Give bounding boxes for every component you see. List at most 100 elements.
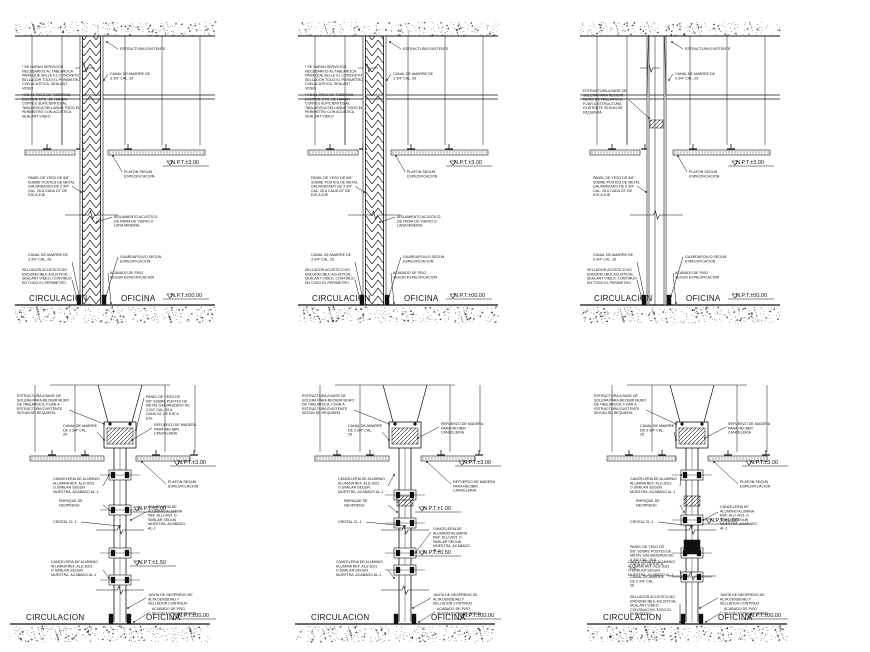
leader-line <box>657 521 693 527</box>
beam-flange <box>97 384 109 423</box>
leader-line <box>106 41 119 50</box>
level-npt-100: N.P.T.±1.00 <box>710 518 738 524</box>
leader-dot <box>648 117 650 119</box>
anchor-bolt <box>393 422 397 426</box>
concrete-texture <box>15 305 216 324</box>
room-label-circulacion: CIRCULACION <box>603 613 661 622</box>
leader-line <box>80 521 121 527</box>
break-symbol <box>96 585 144 595</box>
ceiling-texture <box>26 151 204 154</box>
room-label-oficina: OFICINA <box>718 613 753 622</box>
leader-line <box>354 279 362 304</box>
top-track <box>649 119 664 129</box>
level-marker-icon <box>731 293 739 299</box>
leader-dot <box>131 439 133 441</box>
leader-dot <box>80 191 82 193</box>
level-marker-icon <box>133 560 141 566</box>
ceiling-panel <box>420 455 476 462</box>
acoustic-insulation <box>365 35 384 306</box>
leader-dot <box>705 621 707 623</box>
leader-line <box>386 73 392 81</box>
wood-reinforcement <box>396 495 414 507</box>
ceiling-texture <box>591 151 769 154</box>
leader-dot <box>412 607 414 609</box>
break-symbol <box>668 571 716 581</box>
leader-line <box>628 99 650 119</box>
baseboard-right <box>126 613 132 625</box>
leader-line <box>353 409 390 425</box>
ceiling-panel <box>307 149 359 156</box>
leader-line <box>130 511 147 521</box>
leader-dot <box>702 519 704 521</box>
leader-line <box>395 155 406 173</box>
room-label-circulacion: CIRCULACION <box>29 294 87 303</box>
anchor-bolt <box>413 422 417 426</box>
baseboard-right <box>101 294 107 306</box>
leader-line <box>133 611 151 623</box>
leader-dot <box>105 295 107 297</box>
head-blocking <box>678 427 706 445</box>
leader-dot <box>417 437 419 439</box>
ceiling-panel <box>589 149 641 156</box>
leader-dot <box>96 221 98 223</box>
break-symbol <box>630 210 683 220</box>
leader-dot <box>395 155 397 157</box>
leader-line <box>679 569 682 579</box>
leader-line <box>387 504 398 513</box>
level-marker-icon <box>133 506 141 512</box>
leader-dot <box>645 191 647 193</box>
ceiling-panel <box>107 149 206 156</box>
level-marker-icon <box>173 613 181 619</box>
leader-dot <box>388 423 390 425</box>
leader-line <box>102 504 113 513</box>
baseboard-right <box>698 613 704 625</box>
leader-line <box>412 597 432 609</box>
level-marker-icon <box>166 160 174 166</box>
room-label-circulacion: CIRCULACION <box>311 613 369 622</box>
concrete-texture <box>580 21 781 37</box>
level-marker-icon <box>705 518 713 524</box>
slab-outline <box>10 626 210 642</box>
level-marker-icon <box>458 613 466 619</box>
leader-line <box>354 261 364 301</box>
leader-dot <box>363 191 365 193</box>
leader-dot <box>680 474 682 476</box>
level-npt-300: N.P.T.±3.00 <box>736 160 764 166</box>
room-label-oficina: OFICINA <box>121 294 156 303</box>
note-estructura-existente: ESTRUCTURA EXISTENTE <box>685 47 731 51</box>
leader-dot <box>670 295 672 297</box>
leader-dot <box>426 461 428 463</box>
concrete-texture <box>586 625 788 643</box>
leader-dot <box>404 525 406 527</box>
leader-line <box>102 474 110 487</box>
leader-line <box>418 611 436 623</box>
leader-line <box>671 41 684 50</box>
leader-line <box>103 73 109 81</box>
leader-dot <box>679 621 681 623</box>
leader-dot <box>704 437 706 439</box>
leader-line <box>381 431 390 441</box>
ceiling-panel <box>606 455 677 462</box>
